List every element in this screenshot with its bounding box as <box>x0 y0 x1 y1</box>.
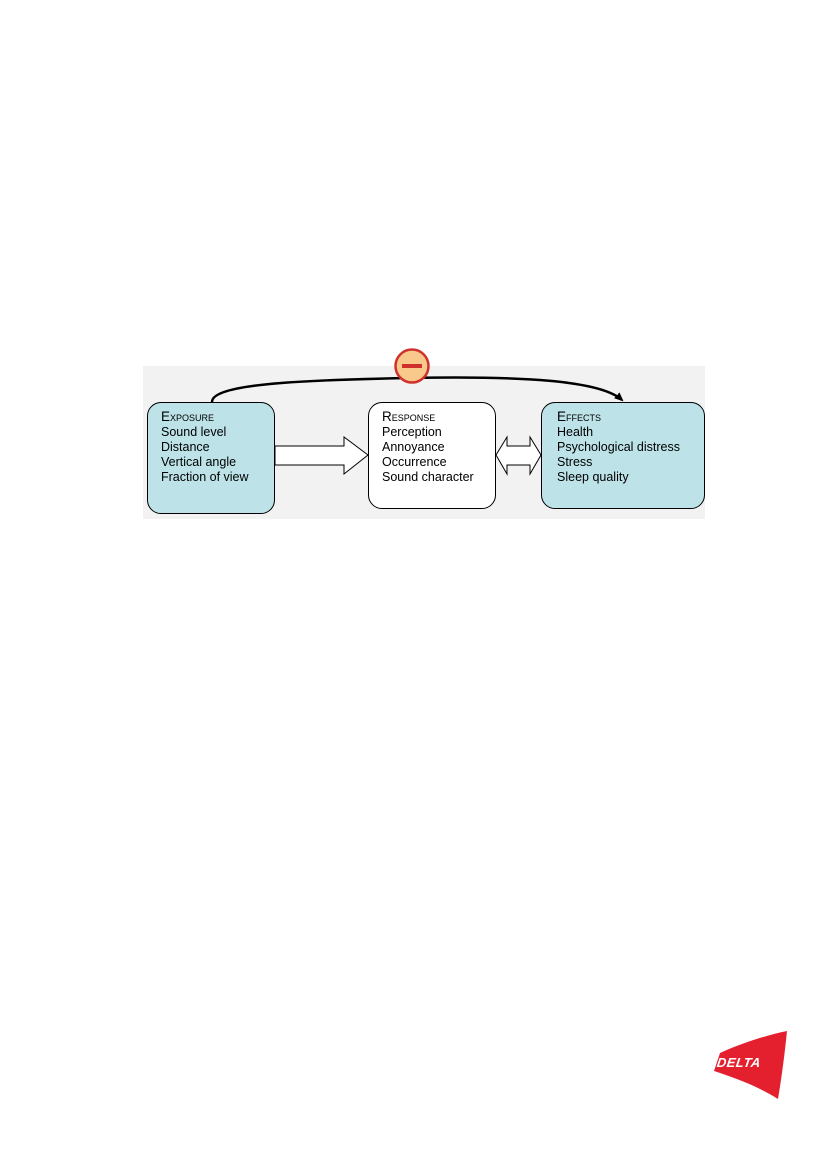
minus-icon <box>394 348 430 384</box>
effects-heading: Effects <box>557 409 602 424</box>
exposure-heading: Exposure <box>161 409 215 424</box>
exposure-item: Sound level <box>161 425 227 439</box>
response-item: Sound character <box>382 470 474 484</box>
response-box: Response Perception Annoyance Occurrence… <box>368 402 496 509</box>
effects-item: Health <box>557 425 594 439</box>
effects-item: Psychological distress <box>557 440 680 454</box>
delta-logo-text: DELTA <box>715 1055 762 1070</box>
effects-box: Effects Health Psychological distress St… <box>541 402 705 509</box>
response-item: Occurrence <box>382 455 447 469</box>
exposure-box: Exposure Sound level Distance Vertical a… <box>147 402 275 514</box>
response-item: Annoyance <box>382 440 445 454</box>
exposure-item: Distance <box>161 440 210 454</box>
response-effects-double-arrow <box>495 435 542 476</box>
exposure-item: Vertical angle <box>161 455 237 469</box>
effects-item: Sleep quality <box>557 470 629 484</box>
effects-item: Stress <box>557 455 593 469</box>
exposure-to-response-arrow <box>274 436 369 476</box>
response-heading: Response <box>382 409 436 424</box>
response-item: Perception <box>382 425 442 439</box>
exposure-item: Fraction of view <box>161 470 249 484</box>
delta-logo <box>714 1031 787 1099</box>
